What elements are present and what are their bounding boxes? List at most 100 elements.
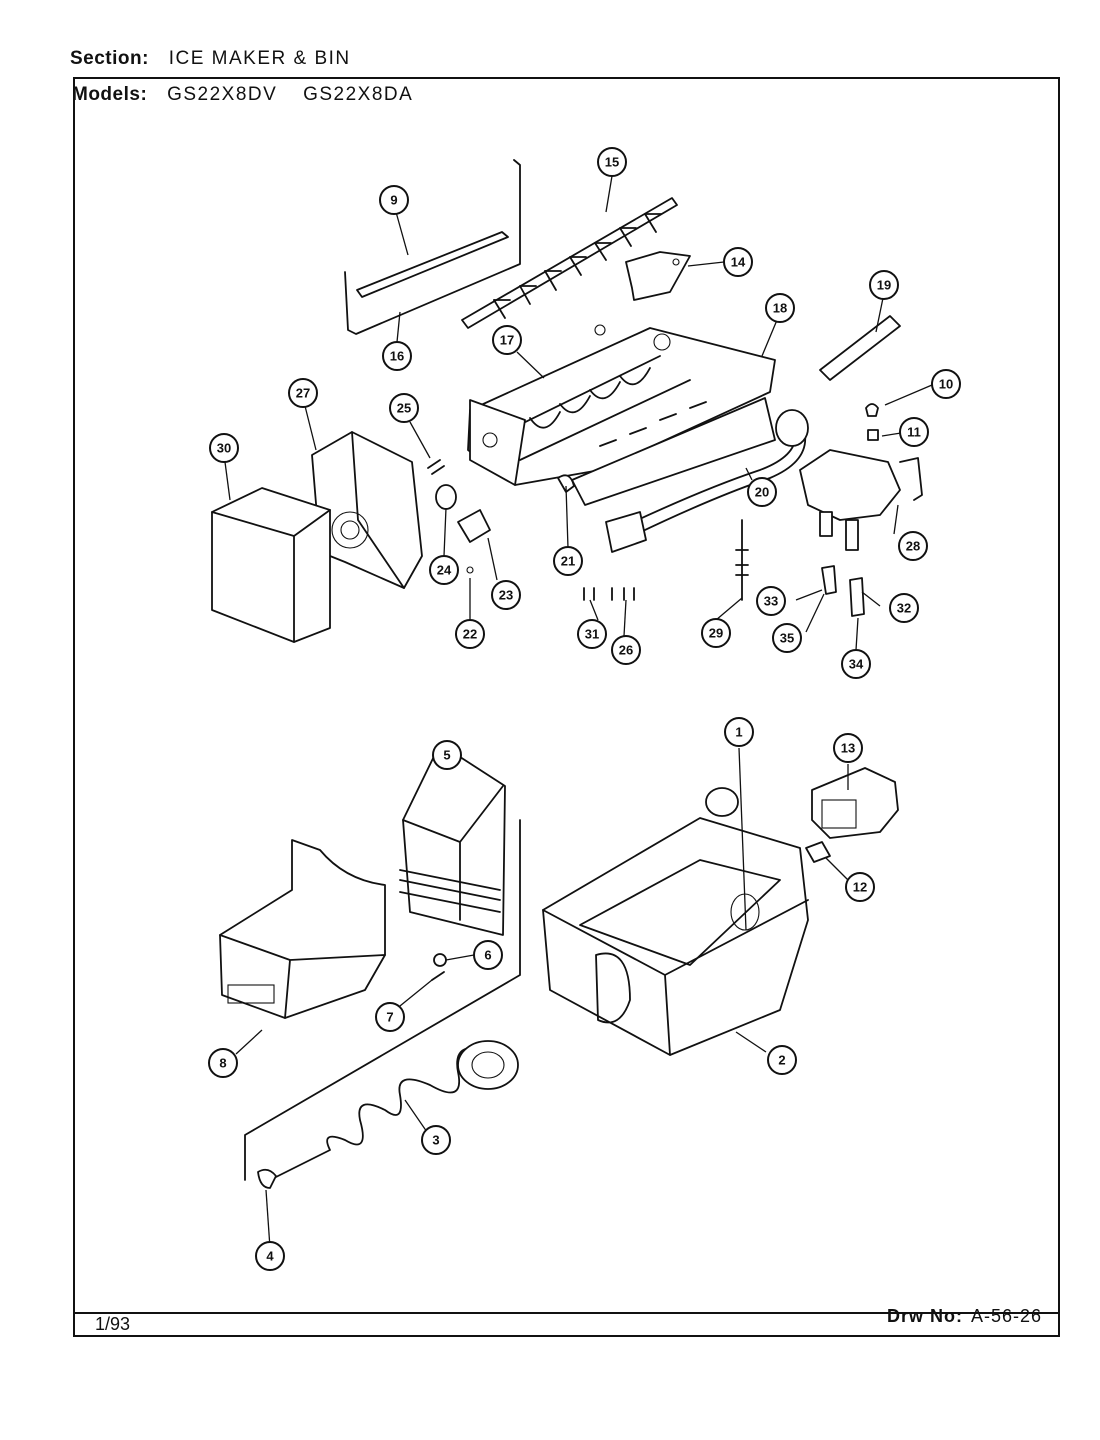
phantom-guide-line xyxy=(244,819,521,1181)
svg-text:31: 31 xyxy=(585,627,599,642)
svg-text:22: 22 xyxy=(463,627,477,642)
svg-text:28: 28 xyxy=(906,539,920,554)
model-1: GS22X8DV xyxy=(167,84,278,105)
svg-text:18: 18 xyxy=(773,301,787,316)
callout-29: 29 xyxy=(701,618,731,648)
leader-lines xyxy=(224,175,933,1249)
callout-27: 27 xyxy=(288,378,318,408)
nut-part xyxy=(867,429,879,441)
screw-part xyxy=(466,566,474,574)
cap-part xyxy=(865,403,879,417)
callout-24: 24 xyxy=(429,555,459,585)
svg-text:9: 9 xyxy=(390,193,397,208)
connector-part xyxy=(805,841,831,863)
callout-3: 3 xyxy=(421,1125,451,1155)
svg-text:8: 8 xyxy=(219,1056,226,1071)
svg-text:20: 20 xyxy=(755,485,769,500)
callout-16: 16 xyxy=(382,341,412,371)
callout-30: 30 xyxy=(209,433,239,463)
section-label: Section: xyxy=(70,48,149,69)
motor-part xyxy=(811,767,899,839)
fitting-part xyxy=(821,565,837,595)
svg-text:33: 33 xyxy=(764,594,778,609)
callout-34: 34 xyxy=(841,649,871,679)
callout-33: 33 xyxy=(756,586,786,616)
svg-text:32: 32 xyxy=(897,601,911,616)
chute-assembly-part xyxy=(399,743,506,936)
callout-13: 13 xyxy=(833,733,863,763)
fitting-part xyxy=(849,577,865,617)
svg-text:3: 3 xyxy=(432,1133,439,1148)
callout-5: 5 xyxy=(432,740,462,770)
svg-text:6: 6 xyxy=(484,948,491,963)
svg-text:26: 26 xyxy=(619,643,633,658)
drawing-number-block: Drw No:A-56-26 xyxy=(887,1306,1042,1327)
coupling-part xyxy=(735,519,749,601)
motor-gear-part xyxy=(435,484,457,510)
callout-19: 19 xyxy=(869,270,899,300)
bearing-part xyxy=(705,787,739,817)
svg-text:11: 11 xyxy=(907,425,921,440)
clip-part xyxy=(557,474,575,493)
svg-text:17: 17 xyxy=(500,333,514,348)
callout-17: 17 xyxy=(492,325,522,355)
svg-text:35: 35 xyxy=(780,631,794,646)
callout-8: 8 xyxy=(208,1048,238,1078)
bin-front-part xyxy=(219,839,386,1019)
pin-part xyxy=(431,971,445,981)
model-2: GS22X8DA xyxy=(303,84,414,105)
models-heading: Models: GS22X8DV GS22X8DA xyxy=(72,84,433,106)
callout-10: 10 xyxy=(931,369,961,399)
svg-text:30: 30 xyxy=(217,441,231,456)
mold-assembly-part xyxy=(467,324,776,506)
svg-text:2: 2 xyxy=(778,1053,785,1068)
svg-text:27: 27 xyxy=(296,386,310,401)
callout-1: 1 xyxy=(724,717,754,747)
svg-text:1: 1 xyxy=(735,725,742,740)
screws-part xyxy=(583,587,635,601)
svg-text:14: 14 xyxy=(731,255,746,270)
svg-text:19: 19 xyxy=(877,278,891,293)
callout-11: 11 xyxy=(899,417,929,447)
nut-part xyxy=(257,1168,277,1189)
auger-part xyxy=(269,1040,519,1181)
water-valve-part xyxy=(799,449,923,551)
callout-7: 7 xyxy=(375,1002,405,1032)
svg-text:21: 21 xyxy=(561,554,575,569)
svg-text:34: 34 xyxy=(849,657,864,672)
revision-date: 1/93 xyxy=(95,1314,131,1334)
svg-text:16: 16 xyxy=(390,349,404,364)
callout-26: 26 xyxy=(611,635,641,665)
svg-text:25: 25 xyxy=(397,401,411,416)
ice-bin-part xyxy=(542,817,809,1056)
support-bracket-part xyxy=(457,509,491,543)
svg-text:12: 12 xyxy=(853,880,867,895)
bracket-part xyxy=(625,251,691,301)
callout-6: 6 xyxy=(473,940,503,970)
callout-22: 22 xyxy=(455,619,485,649)
callout-23: 23 xyxy=(491,580,521,610)
drawing-number-label: Drw No: xyxy=(886,1306,963,1326)
section-heading: Section: ICE MAKER & BIN xyxy=(70,48,371,70)
models-label: Models: xyxy=(72,84,148,105)
callout-31: 31 xyxy=(577,619,607,649)
cover-part xyxy=(211,487,331,643)
callout-20: 20 xyxy=(747,477,777,507)
svg-text:15: 15 xyxy=(605,155,619,170)
callout-25: 25 xyxy=(389,393,419,423)
svg-text:13: 13 xyxy=(841,741,855,756)
callout-32: 32 xyxy=(889,593,919,623)
callout-21: 21 xyxy=(553,546,583,576)
callout-12: 12 xyxy=(845,872,875,902)
svg-text:5: 5 xyxy=(443,748,450,763)
section-value: ICE MAKER & BIN xyxy=(168,48,351,69)
callout-18: 18 xyxy=(765,293,795,323)
footer-divider xyxy=(73,1312,1060,1314)
svg-text:24: 24 xyxy=(437,563,452,578)
svg-text:7: 7 xyxy=(386,1010,393,1025)
svg-text:4: 4 xyxy=(266,1249,274,1264)
callout-14: 14 xyxy=(723,247,753,277)
svg-text:10: 10 xyxy=(939,377,953,392)
callout-35: 35 xyxy=(772,623,802,653)
